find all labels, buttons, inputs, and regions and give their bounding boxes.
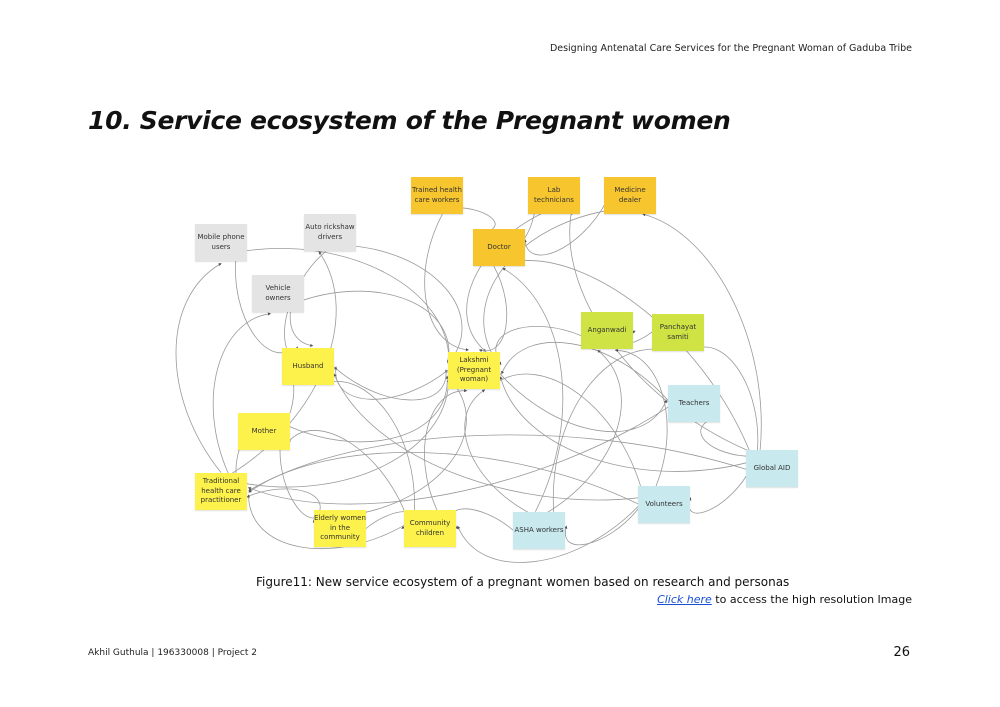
edge-doctor-to-lakshmi	[478, 265, 508, 353]
edge-volunteers-to-anganwadi	[614, 348, 668, 487]
node-mother: Mother	[238, 413, 290, 450]
edge-volunteers-to-asha	[564, 508, 639, 546]
edge-asha-to-doctor	[502, 267, 564, 512]
click-here-link[interactable]: Click here	[657, 593, 712, 606]
hires-note-text: to access the high resolution Image	[711, 593, 912, 606]
edge-asha-to-community	[452, 508, 514, 531]
node-vehicle: Vehicle owners	[252, 275, 304, 312]
edge-teachers-to-lakshmi	[501, 342, 669, 401]
node-mobile: Mobile phone users	[195, 224, 247, 261]
edge-global-to-panchayat	[693, 346, 759, 453]
figure-caption: Figure11: New service ecosystem of a pre…	[256, 575, 790, 589]
node-husband: Husband	[282, 348, 334, 385]
edge-mobile-to-lakshmi	[244, 248, 451, 362]
edge-auto-to-lakshmi	[348, 245, 463, 357]
node-elderly: Elderly women in the community	[314, 510, 366, 547]
hires-note: Click here to access the high resolution…	[657, 593, 912, 606]
edge-global-to-volunteers	[688, 474, 748, 514]
page-number: 26	[893, 645, 910, 660]
edge-lakshmi-to-teachers	[499, 373, 667, 432]
edge-lakshmi-to-husband	[334, 366, 449, 400]
edge-traditional-to-vehicle	[212, 312, 272, 474]
page-title: 10. Service ecosystem of the Pregnant wo…	[88, 106, 731, 135]
node-medicine: Medicine dealer	[604, 177, 656, 214]
node-global: Global AID	[746, 450, 798, 487]
node-doctor: Doctor	[473, 229, 525, 266]
edge-medicine-to-doctor	[523, 202, 607, 256]
edge-global-to-teachers	[700, 416, 753, 457]
node-lakshmi: Lakshmi (Pregnant woman)	[448, 352, 500, 389]
edge-lab-to-lakshmi	[466, 212, 544, 352]
edge-anganwadi-to-lakshmi	[495, 325, 583, 366]
edge-global-to-traditional	[248, 434, 747, 492]
edge-husband-to-lakshmi	[333, 366, 448, 401]
edge-community-to-mother	[287, 430, 408, 520]
edge-community-to-husband	[324, 381, 415, 514]
node-auto: Auto rickshaw drivers	[304, 214, 356, 251]
node-teachers: Teachers	[668, 385, 720, 422]
node-volunteers: Volunteers	[638, 486, 690, 523]
edge-volunteers-to-community	[457, 506, 639, 563]
edge-mother-to-lakshmi	[288, 375, 449, 443]
node-trained: Trained health care workers	[411, 177, 463, 214]
edge-community-to-lakshmi	[424, 389, 468, 511]
node-lab: Lab technicians	[528, 177, 580, 214]
edge-vehicle-to-lakshmi	[302, 290, 450, 364]
edge-asha-to-panchayat	[552, 347, 663, 515]
edge-traditional-to-lakshmi	[244, 378, 451, 488]
edge-asha-to-anganwadi	[547, 349, 622, 513]
node-asha: ASHA workers	[513, 512, 565, 549]
edge-asha-to-lakshmi	[464, 389, 530, 514]
node-anganwadi: Anganwadi	[581, 312, 633, 349]
node-panchayat: Panchayat samiti	[652, 314, 704, 351]
edge-global-to-medicine	[642, 213, 762, 452]
edge-community-to-traditional	[246, 494, 405, 550]
edge-mother-to-elderly	[279, 446, 324, 519]
edge-volunteers-to-traditional	[248, 452, 639, 505]
edge-teachers-to-traditional	[247, 406, 669, 505]
running-header: Designing Antenatal Care Services for th…	[549, 43, 912, 54]
edge-global-to-doctor	[519, 258, 753, 457]
edge-volunteers-to-lakshmi	[496, 373, 644, 494]
edge-trained-to-lakshmi	[424, 213, 470, 352]
node-community: Community children	[404, 510, 456, 547]
node-traditional: Traditional health care practitioner	[195, 473, 247, 510]
edge-traditional-to-mobile	[175, 263, 222, 473]
edge-volunteers-to-husband	[333, 373, 640, 501]
edge-global-to-lakshmi	[499, 376, 748, 472]
footer-author: Akhil Guthula | 196330008 | Project 2	[88, 648, 257, 658]
edge-elderly-to-lakshmi	[356, 385, 467, 515]
